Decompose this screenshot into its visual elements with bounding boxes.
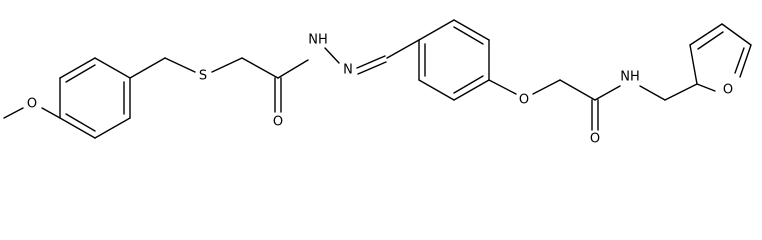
bond-amide-c-nh [594, 85, 621, 101]
phenylene-ring [418, 19, 490, 101]
atom-labels: O S O NH N O O NH O [27, 33, 733, 147]
bond-nh-ch2 [639, 85, 666, 101]
bond-ch2-s [164, 57, 196, 73]
bond-o-ch2 [532, 79, 561, 95]
methoxy-oxygen-label: O [27, 97, 37, 112]
bond-ch2-amide-c [559, 79, 596, 101]
bond-o-ring1 [41, 107, 61, 119]
bond-n-ch-1 [356, 55, 386, 69]
hydrazide-nh-label: NH [308, 33, 328, 48]
bond-methyl-o [3, 107, 24, 119]
sulfur-label: S [199, 69, 207, 84]
bond-ring2-o [488, 79, 517, 95]
furan-ring [689, 23, 752, 92]
methoxyphenyl-ring [59, 57, 131, 139]
bond-ch2-carbonyl [241, 57, 279, 79]
amide-oxygen-label: O [590, 132, 600, 147]
bond-ring-ch2 [129, 57, 166, 79]
hydrazone-nitrogen-label: N [343, 63, 353, 78]
bond-ch-ring2 [386, 39, 420, 59]
bond-ch2-furan [664, 83, 698, 101]
bond-nh-n [324, 47, 340, 64]
ether-oxygen-label: O [519, 93, 529, 108]
structure-diagram: O S O NH N O O NH O [3, 19, 752, 147]
amide-nh-label: NH [620, 70, 640, 85]
bonds [3, 19, 752, 139]
carbonyl-oxygen-label: O [273, 115, 283, 130]
bond-carbonyl-nh [277, 59, 309, 79]
bond-s-ch2 [211, 57, 243, 73]
furan-oxygen-label: O [723, 83, 733, 98]
bond-n-ch-2 [357, 61, 387, 75]
